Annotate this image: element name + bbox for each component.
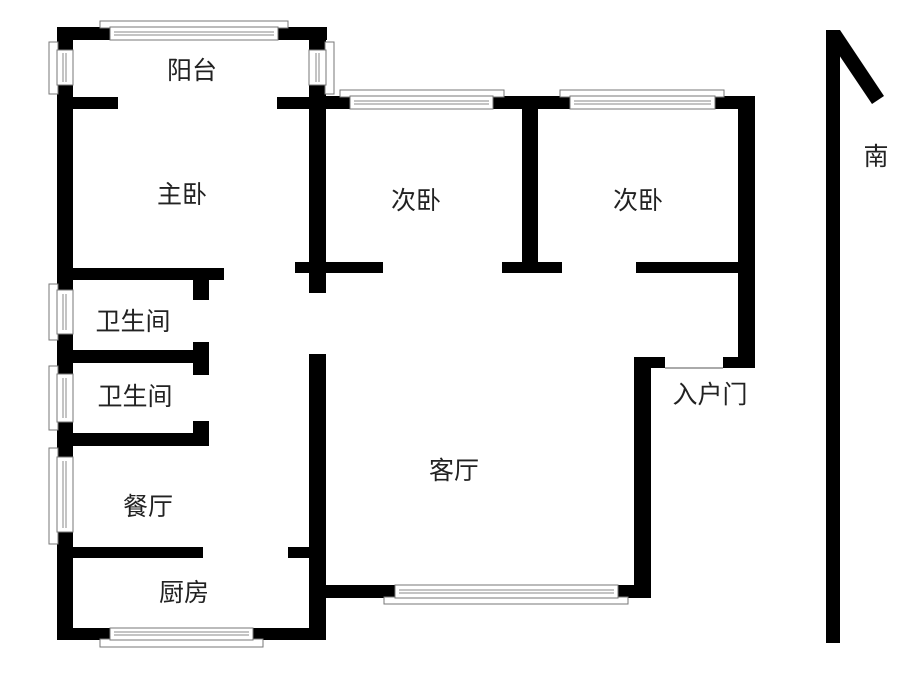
wall-bedroom2-bottom	[636, 262, 738, 273]
wall-living-right	[634, 357, 651, 598]
wall-right-exterior	[738, 96, 755, 368]
compass-arrow-shaft	[826, 30, 840, 643]
label-balcony: 阳台	[167, 56, 217, 85]
wall-stub	[193, 268, 209, 300]
wall-kitchen-stub	[288, 547, 326, 558]
label-second-bedroom-2: 次卧	[613, 186, 663, 215]
wall-bedroom-bottom-mid	[502, 262, 562, 273]
window-bath2	[48, 365, 74, 431]
window-balcony-left	[48, 41, 74, 95]
compass-label-south: 南	[863, 142, 888, 171]
window-balcony-right	[308, 41, 335, 95]
label-living-room: 客厅	[429, 456, 479, 485]
label-kitchen: 厨房	[159, 578, 209, 607]
window-bath1	[48, 283, 74, 341]
window-balcony-top	[99, 20, 289, 41]
wall-dining-kitchen	[57, 547, 203, 558]
window-bedroom1	[339, 89, 505, 110]
label-dining-room: 餐厅	[123, 492, 173, 521]
window-dining	[48, 447, 74, 545]
room-labels: 阳台 主卧 次卧 次卧 卫生间 卫生间 餐厅 厨房 客厅 入户门	[95, 56, 747, 607]
compass-arrow-head-icon	[826, 30, 884, 104]
wall-stub	[193, 342, 209, 375]
window-living	[383, 584, 629, 605]
wall-bath1-bottom	[57, 350, 209, 363]
windows	[48, 20, 725, 648]
window-bedroom2	[559, 89, 725, 110]
wall-master-bottom	[57, 268, 224, 280]
wall-bedrooms-divider	[522, 96, 538, 273]
label-entrance: 入户门	[672, 380, 747, 409]
wall-entry-left	[634, 357, 665, 368]
wall-living-left	[309, 354, 326, 640]
wall-master-right	[309, 27, 326, 293]
wall-bedroom1-bottom-left	[295, 262, 383, 273]
label-master-bedroom: 主卧	[157, 180, 207, 209]
window-kitchen	[99, 627, 264, 648]
label-bathroom-1: 卫生间	[95, 307, 170, 336]
label-bathroom-2: 卫生间	[97, 382, 172, 411]
wall-entry-right	[723, 357, 755, 368]
wall-stub	[193, 421, 209, 446]
compass: 南	[826, 30, 889, 643]
label-second-bedroom-1: 次卧	[391, 186, 441, 215]
wall-bath2-bottom	[57, 433, 209, 446]
wall-balcony-partition-left	[73, 97, 118, 109]
